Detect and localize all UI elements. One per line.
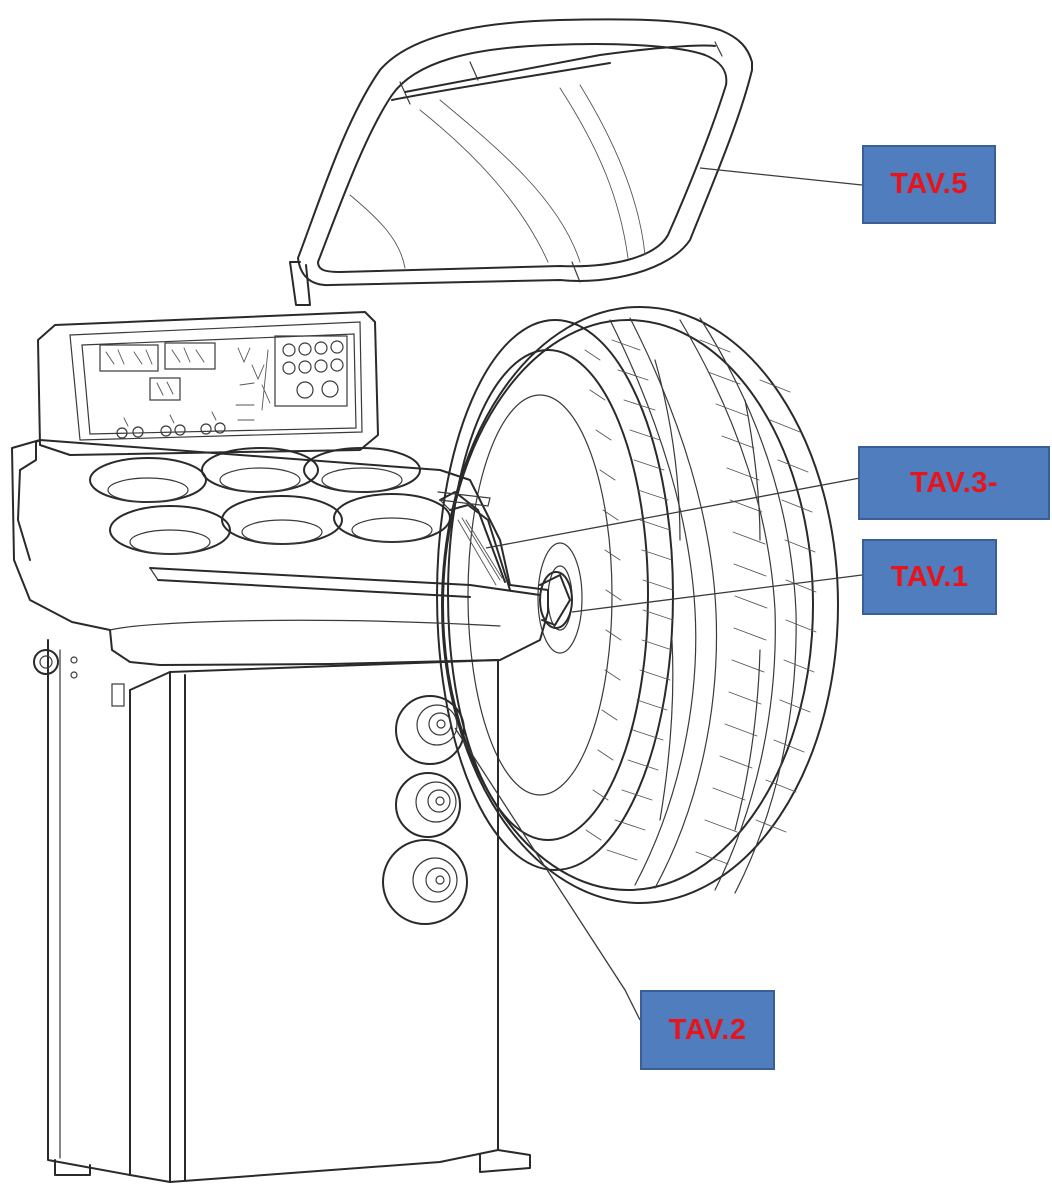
control-panel-icon (37, 311, 379, 456)
callout-tav2: TAV.2 (640, 990, 775, 1070)
callout-tav5: TAV.5 (862, 145, 996, 224)
leader-lines (454, 167, 863, 1021)
callout-tav3: TAV.3- (858, 446, 1050, 520)
callout-tav5-label: TAV.5 (890, 168, 968, 200)
weight-tray-icon (11, 439, 549, 666)
cone-holder-icon (382, 695, 468, 925)
callout-tav2-label: TAV.2 (668, 1013, 747, 1046)
tread-pattern (584, 339, 817, 865)
cabinet-body (33, 639, 531, 1183)
callout-tav1-label: TAV.1 (890, 560, 969, 593)
callout-tav1: TAV.1 (862, 539, 997, 615)
caliper-arm-icon (437, 491, 573, 629)
protective-hood-icon (289, 18, 753, 306)
callout-tav3-label: TAV.3- (910, 466, 998, 499)
